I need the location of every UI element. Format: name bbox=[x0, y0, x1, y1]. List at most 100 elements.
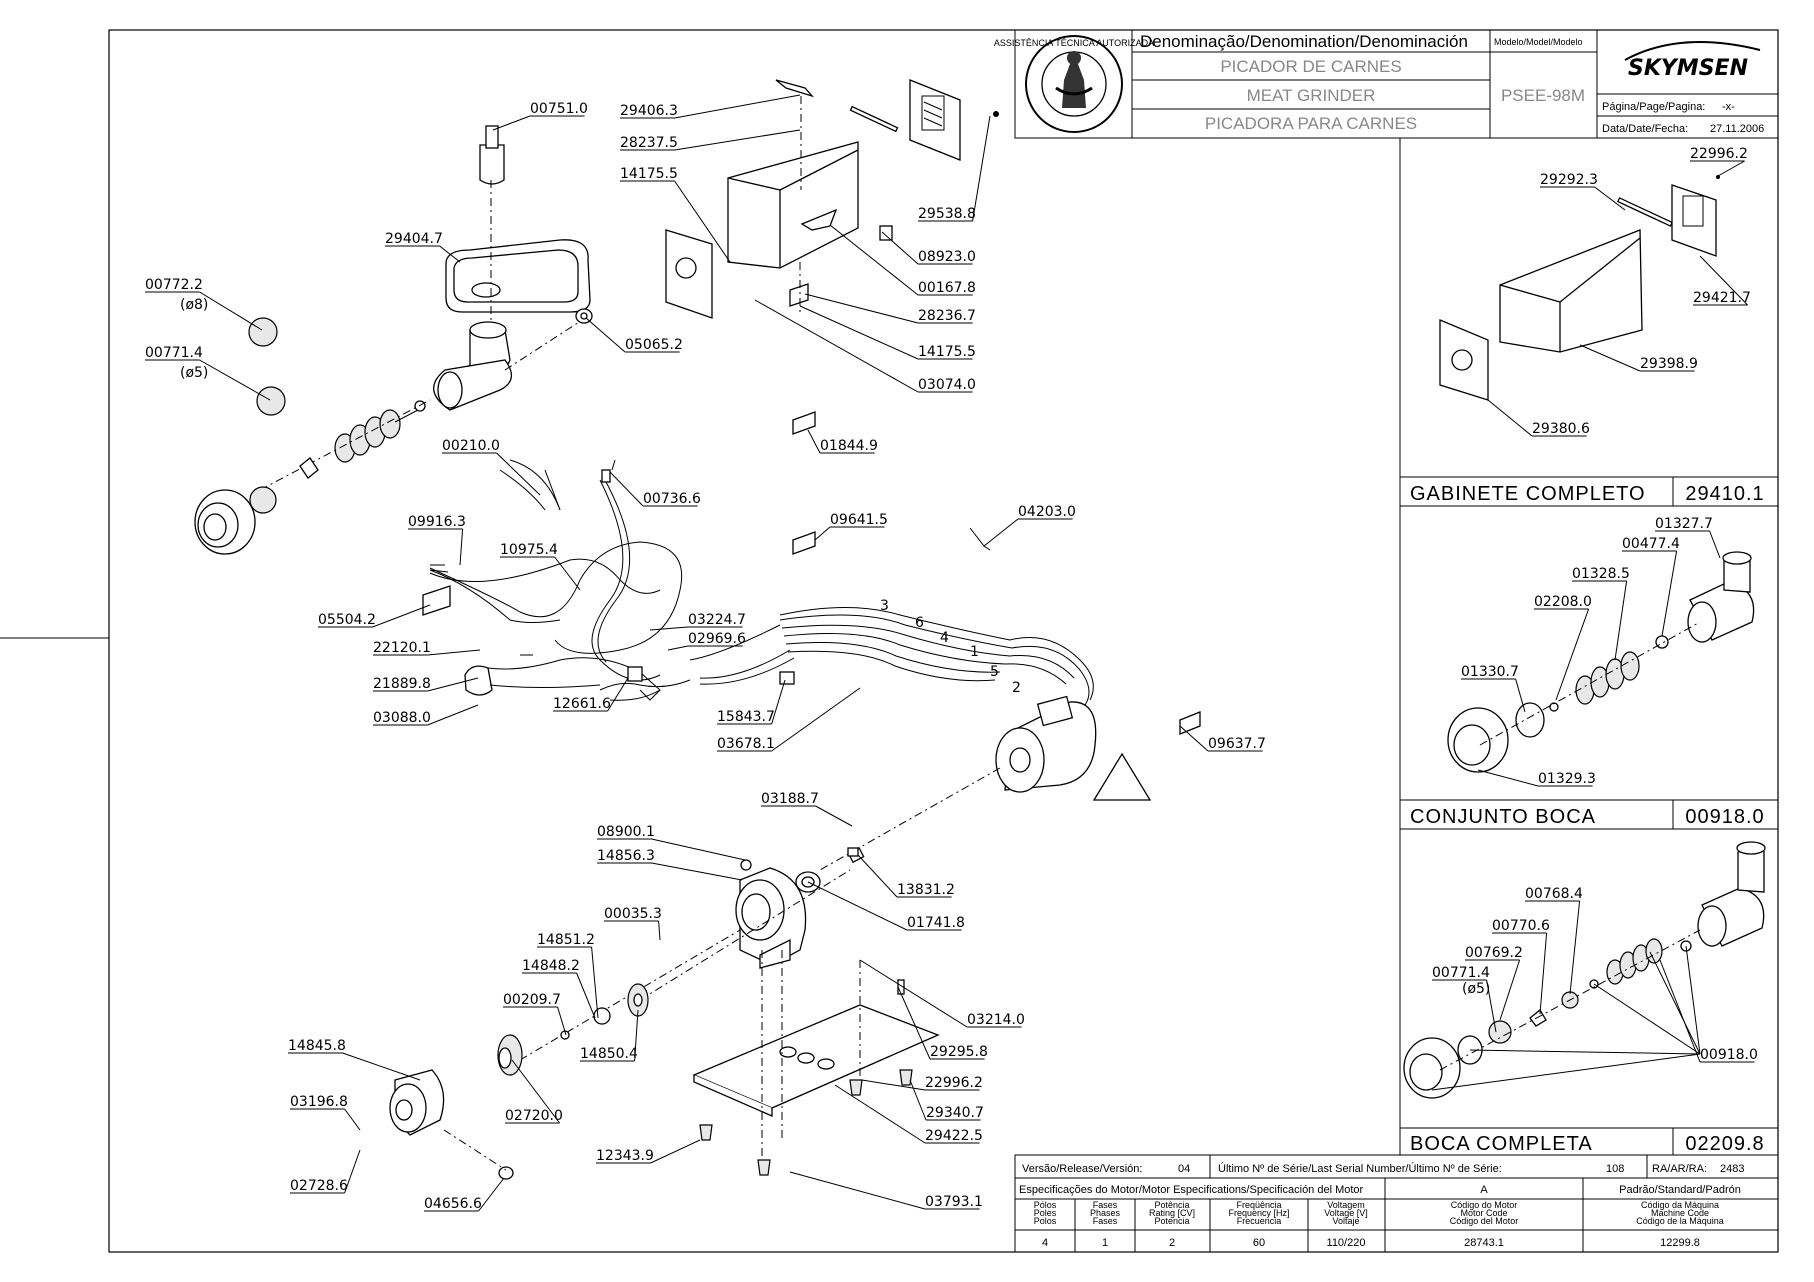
leader-line bbox=[557, 1006, 567, 1036]
part-number-label: 01330.7 bbox=[1461, 664, 1519, 680]
spec-column-head: Código de la Máquina bbox=[1636, 1216, 1724, 1226]
leader-line bbox=[634, 1009, 639, 1062]
leader-line bbox=[1477, 769, 1539, 787]
spec-column-head: Código del Motor bbox=[1450, 1216, 1519, 1226]
leader-line bbox=[771, 679, 786, 725]
wire-number: 2 bbox=[1012, 680, 1021, 696]
part-number-label: 03074.0 bbox=[918, 377, 976, 393]
part-number-label: 00772.2 bbox=[145, 277, 203, 293]
section-name-conjunto: CONJUNTO BOCA bbox=[1410, 806, 1596, 828]
leader-line bbox=[199, 291, 263, 331]
cabinet-assembly bbox=[665, 79, 999, 319]
leader-line bbox=[1539, 932, 1548, 1015]
leader-line bbox=[511, 1059, 560, 1124]
part-number-label: 29380.6 bbox=[1532, 421, 1590, 437]
part-number-label: 14856.3 bbox=[597, 848, 655, 864]
part-number-label: 02728.6 bbox=[290, 1178, 348, 1194]
spec-column-head: Frecuencia bbox=[1237, 1216, 1282, 1226]
leader-line bbox=[771, 687, 861, 752]
section-code-gabinete: 29410.1 bbox=[1685, 483, 1764, 505]
part-number-label: (ø5) bbox=[1462, 981, 1490, 997]
leader-line bbox=[591, 946, 599, 1019]
spec-value: 12299.8 bbox=[1660, 1237, 1700, 1249]
leader-line bbox=[1487, 399, 1533, 437]
part-number-label: (ø5) bbox=[180, 365, 208, 381]
part-number-label: 04656.6 bbox=[424, 1196, 482, 1212]
spec-column-head: Machine Code bbox=[1651, 1208, 1709, 1218]
leader-line bbox=[1699, 255, 1748, 306]
date-label: Data/Date/Fecha: bbox=[1602, 123, 1688, 135]
leader-line bbox=[492, 115, 531, 131]
leader-line bbox=[609, 471, 644, 507]
leader-line bbox=[342, 1052, 421, 1081]
leader-line bbox=[667, 645, 689, 651]
leader-line bbox=[199, 359, 271, 401]
leader-line bbox=[1659, 959, 1701, 1063]
wire-number: 6 bbox=[915, 615, 924, 631]
spec-value: 1 bbox=[1102, 1237, 1108, 1249]
part-number-label: 05504.2 bbox=[318, 612, 376, 628]
leader-line bbox=[478, 1177, 505, 1212]
spec-value: 110/220 bbox=[1327, 1237, 1366, 1249]
part-number-label: 01327.7 bbox=[1655, 516, 1713, 532]
leader-line bbox=[1614, 580, 1628, 661]
brand-logo: SKYMSEN bbox=[1628, 56, 1748, 81]
leader-line bbox=[1469, 1049, 1701, 1055]
leader-line bbox=[1569, 900, 1581, 995]
part-number-label: 02969.6 bbox=[688, 631, 746, 647]
spec-column-head: Rating [CV] bbox=[1149, 1208, 1195, 1218]
leader-line bbox=[1717, 160, 1745, 177]
leader-line bbox=[658, 920, 661, 941]
boca-screw bbox=[1606, 938, 1663, 985]
part-number-label: 15843.7 bbox=[717, 709, 775, 725]
serial-value: 108 bbox=[1606, 1163, 1624, 1175]
spec-column-head: Voltage [V] bbox=[1324, 1208, 1368, 1218]
leader-line bbox=[427, 704, 479, 726]
part-number-label: 08923.0 bbox=[918, 249, 976, 265]
part-number-label: 14850.4 bbox=[580, 1046, 638, 1062]
part-number-label: 00770.6 bbox=[1492, 918, 1550, 934]
part-number-label: 00769.2 bbox=[1465, 945, 1523, 961]
sticker-05504 bbox=[422, 585, 451, 616]
leader-line bbox=[1579, 344, 1641, 372]
leader-line bbox=[674, 94, 801, 119]
leader-line bbox=[1709, 530, 1721, 559]
leader-line bbox=[585, 317, 626, 353]
leader-line bbox=[674, 129, 801, 151]
part-number-label: 03188.7 bbox=[761, 791, 819, 807]
leader-line bbox=[1486, 979, 1497, 1033]
wire-number: 1 bbox=[970, 644, 979, 660]
spec-column-head: Potencia bbox=[1154, 1216, 1189, 1226]
part-number-label: 12343.9 bbox=[596, 1148, 654, 1164]
part-number-label: 09637.7 bbox=[1208, 736, 1266, 752]
spec-column-head: Poles bbox=[1034, 1208, 1057, 1218]
ring-nut bbox=[194, 489, 256, 555]
leader-line bbox=[651, 862, 743, 881]
leader-line bbox=[834, 1084, 926, 1144]
part-number-label: 22996.2 bbox=[925, 1075, 983, 1091]
grinder-head-assembly bbox=[194, 125, 593, 555]
leader-line bbox=[1515, 678, 1526, 713]
leader-line bbox=[804, 293, 919, 324]
part-number-label: 09641.5 bbox=[830, 512, 888, 528]
spec-column-head: Fases bbox=[1093, 1216, 1118, 1226]
leader-line bbox=[861, 1079, 926, 1091]
part-number-label: 00209.7 bbox=[503, 992, 561, 1008]
gear-train bbox=[497, 983, 649, 1076]
leader-line bbox=[1431, 1053, 1701, 1091]
standard-label: Padrão/Standard/Padrón bbox=[1619, 1184, 1741, 1196]
release-label: Versão/Release/Versión: bbox=[1022, 1163, 1142, 1175]
name-english: MEAT GRINDER bbox=[1247, 86, 1376, 105]
leader-line bbox=[983, 518, 1019, 547]
part-number-label: 29538.8 bbox=[918, 206, 976, 222]
part-number-label: 05065.2 bbox=[625, 337, 683, 353]
denomination-header: Denominação/Denomination/Denominación bbox=[1140, 32, 1468, 51]
part-number-label: 00035.3 bbox=[604, 906, 662, 922]
part-number-label: 28236.7 bbox=[918, 308, 976, 324]
part-number-label: 00751.0 bbox=[530, 101, 588, 117]
part-number-label: 00771.4 bbox=[1432, 965, 1490, 981]
part-number-label: 29406.3 bbox=[620, 103, 678, 119]
